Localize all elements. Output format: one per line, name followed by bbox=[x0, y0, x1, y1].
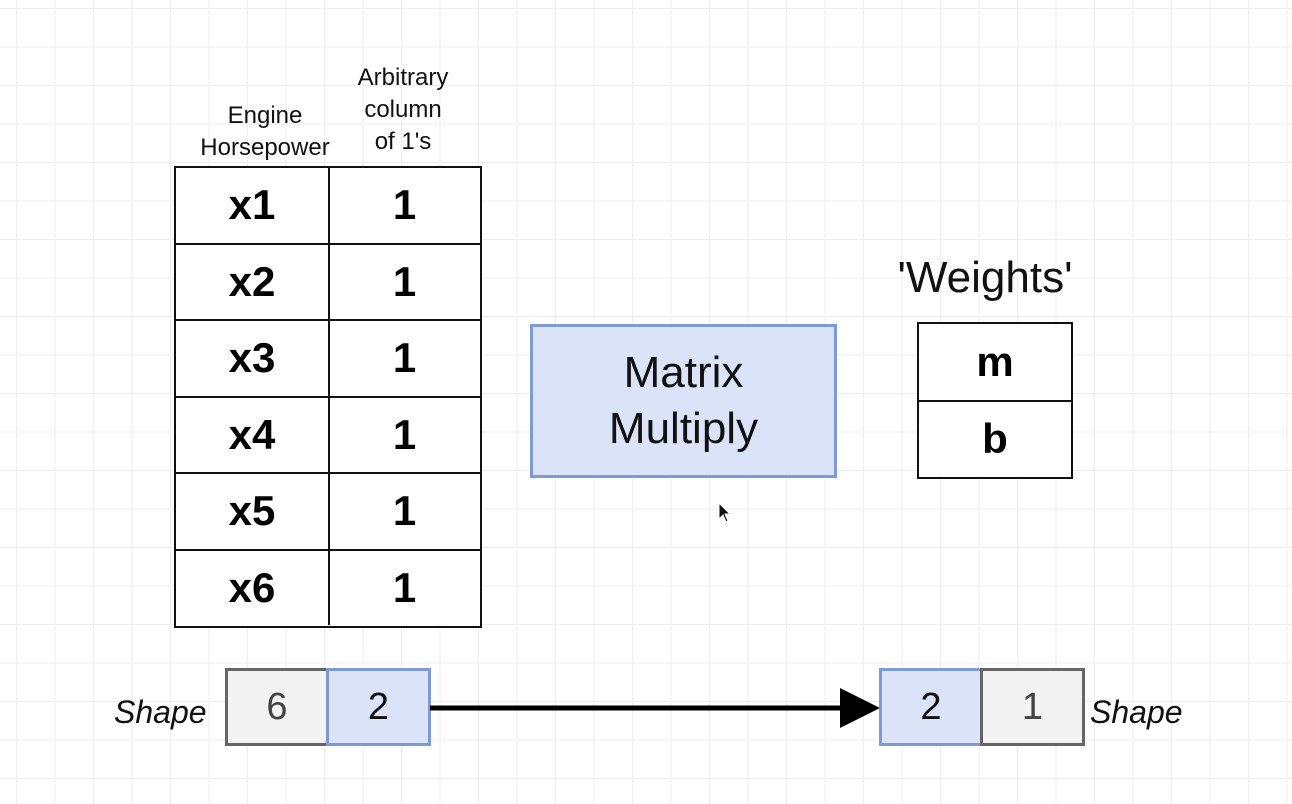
matrix-cell: x2 bbox=[176, 244, 330, 319]
weights-label: 'Weights' bbox=[897, 253, 1073, 302]
header-line: Horsepower bbox=[200, 134, 330, 161]
matrix-cell: x3 bbox=[176, 321, 330, 396]
matrix-cell: 1 bbox=[392, 334, 417, 382]
operation-line: Matrix bbox=[623, 348, 744, 397]
header-line: Engine bbox=[227, 102, 303, 129]
matrix-row: x4 1 bbox=[176, 397, 480, 474]
shape-cell-cols: 1 bbox=[980, 668, 1085, 746]
matrix-multiply-box: Matrix Multiply bbox=[530, 324, 837, 478]
header-line: Arbitrary bbox=[357, 64, 449, 91]
shape-cell-rows: 2 bbox=[879, 668, 983, 746]
weights-cell: b bbox=[982, 415, 1008, 462]
weights-matrix: m b bbox=[917, 322, 1073, 479]
engine-horsepower-header: Engine Horsepower bbox=[190, 100, 340, 164]
matrix-cell: 1 bbox=[392, 257, 417, 305]
matrix-cell: 1 bbox=[392, 410, 417, 458]
shape-label-right: Shape bbox=[1090, 694, 1183, 730]
matrix-row: x3 1 bbox=[176, 321, 480, 398]
weights-cell: m bbox=[919, 324, 1071, 402]
matrix-row: x2 1 bbox=[176, 244, 480, 321]
features-matrix: x1 1 x2 1 x3 1 x4 1 x5 1 x6 1 bbox=[174, 166, 482, 628]
matrix-cell: 1 bbox=[392, 563, 417, 611]
matrix-row: x1 1 bbox=[176, 168, 480, 245]
matrix-cell: x4 bbox=[176, 397, 330, 472]
header-line: column bbox=[364, 96, 442, 123]
matrix-cell: 1 bbox=[392, 181, 417, 229]
shape-label-left: Shape bbox=[114, 694, 207, 730]
matrix-cell: x1 bbox=[176, 168, 330, 243]
header-line: of 1's bbox=[374, 128, 432, 155]
shape-cell-cols: 2 bbox=[326, 668, 431, 746]
matrix-cell: 1 bbox=[392, 487, 417, 535]
matrix-row: x6 1 bbox=[176, 550, 480, 625]
matrix-cell: x6 bbox=[176, 550, 330, 625]
matrix-cell: x5 bbox=[176, 474, 330, 549]
arbitrary-column-header: Arbitrary column of 1's bbox=[330, 62, 476, 158]
shape-cell-rows: 6 bbox=[225, 668, 329, 746]
matrix-row: x5 1 bbox=[176, 474, 480, 551]
operation-line: Multiply bbox=[608, 404, 759, 453]
mouse-cursor-icon bbox=[718, 502, 732, 523]
right-arrow-icon bbox=[430, 688, 880, 728]
